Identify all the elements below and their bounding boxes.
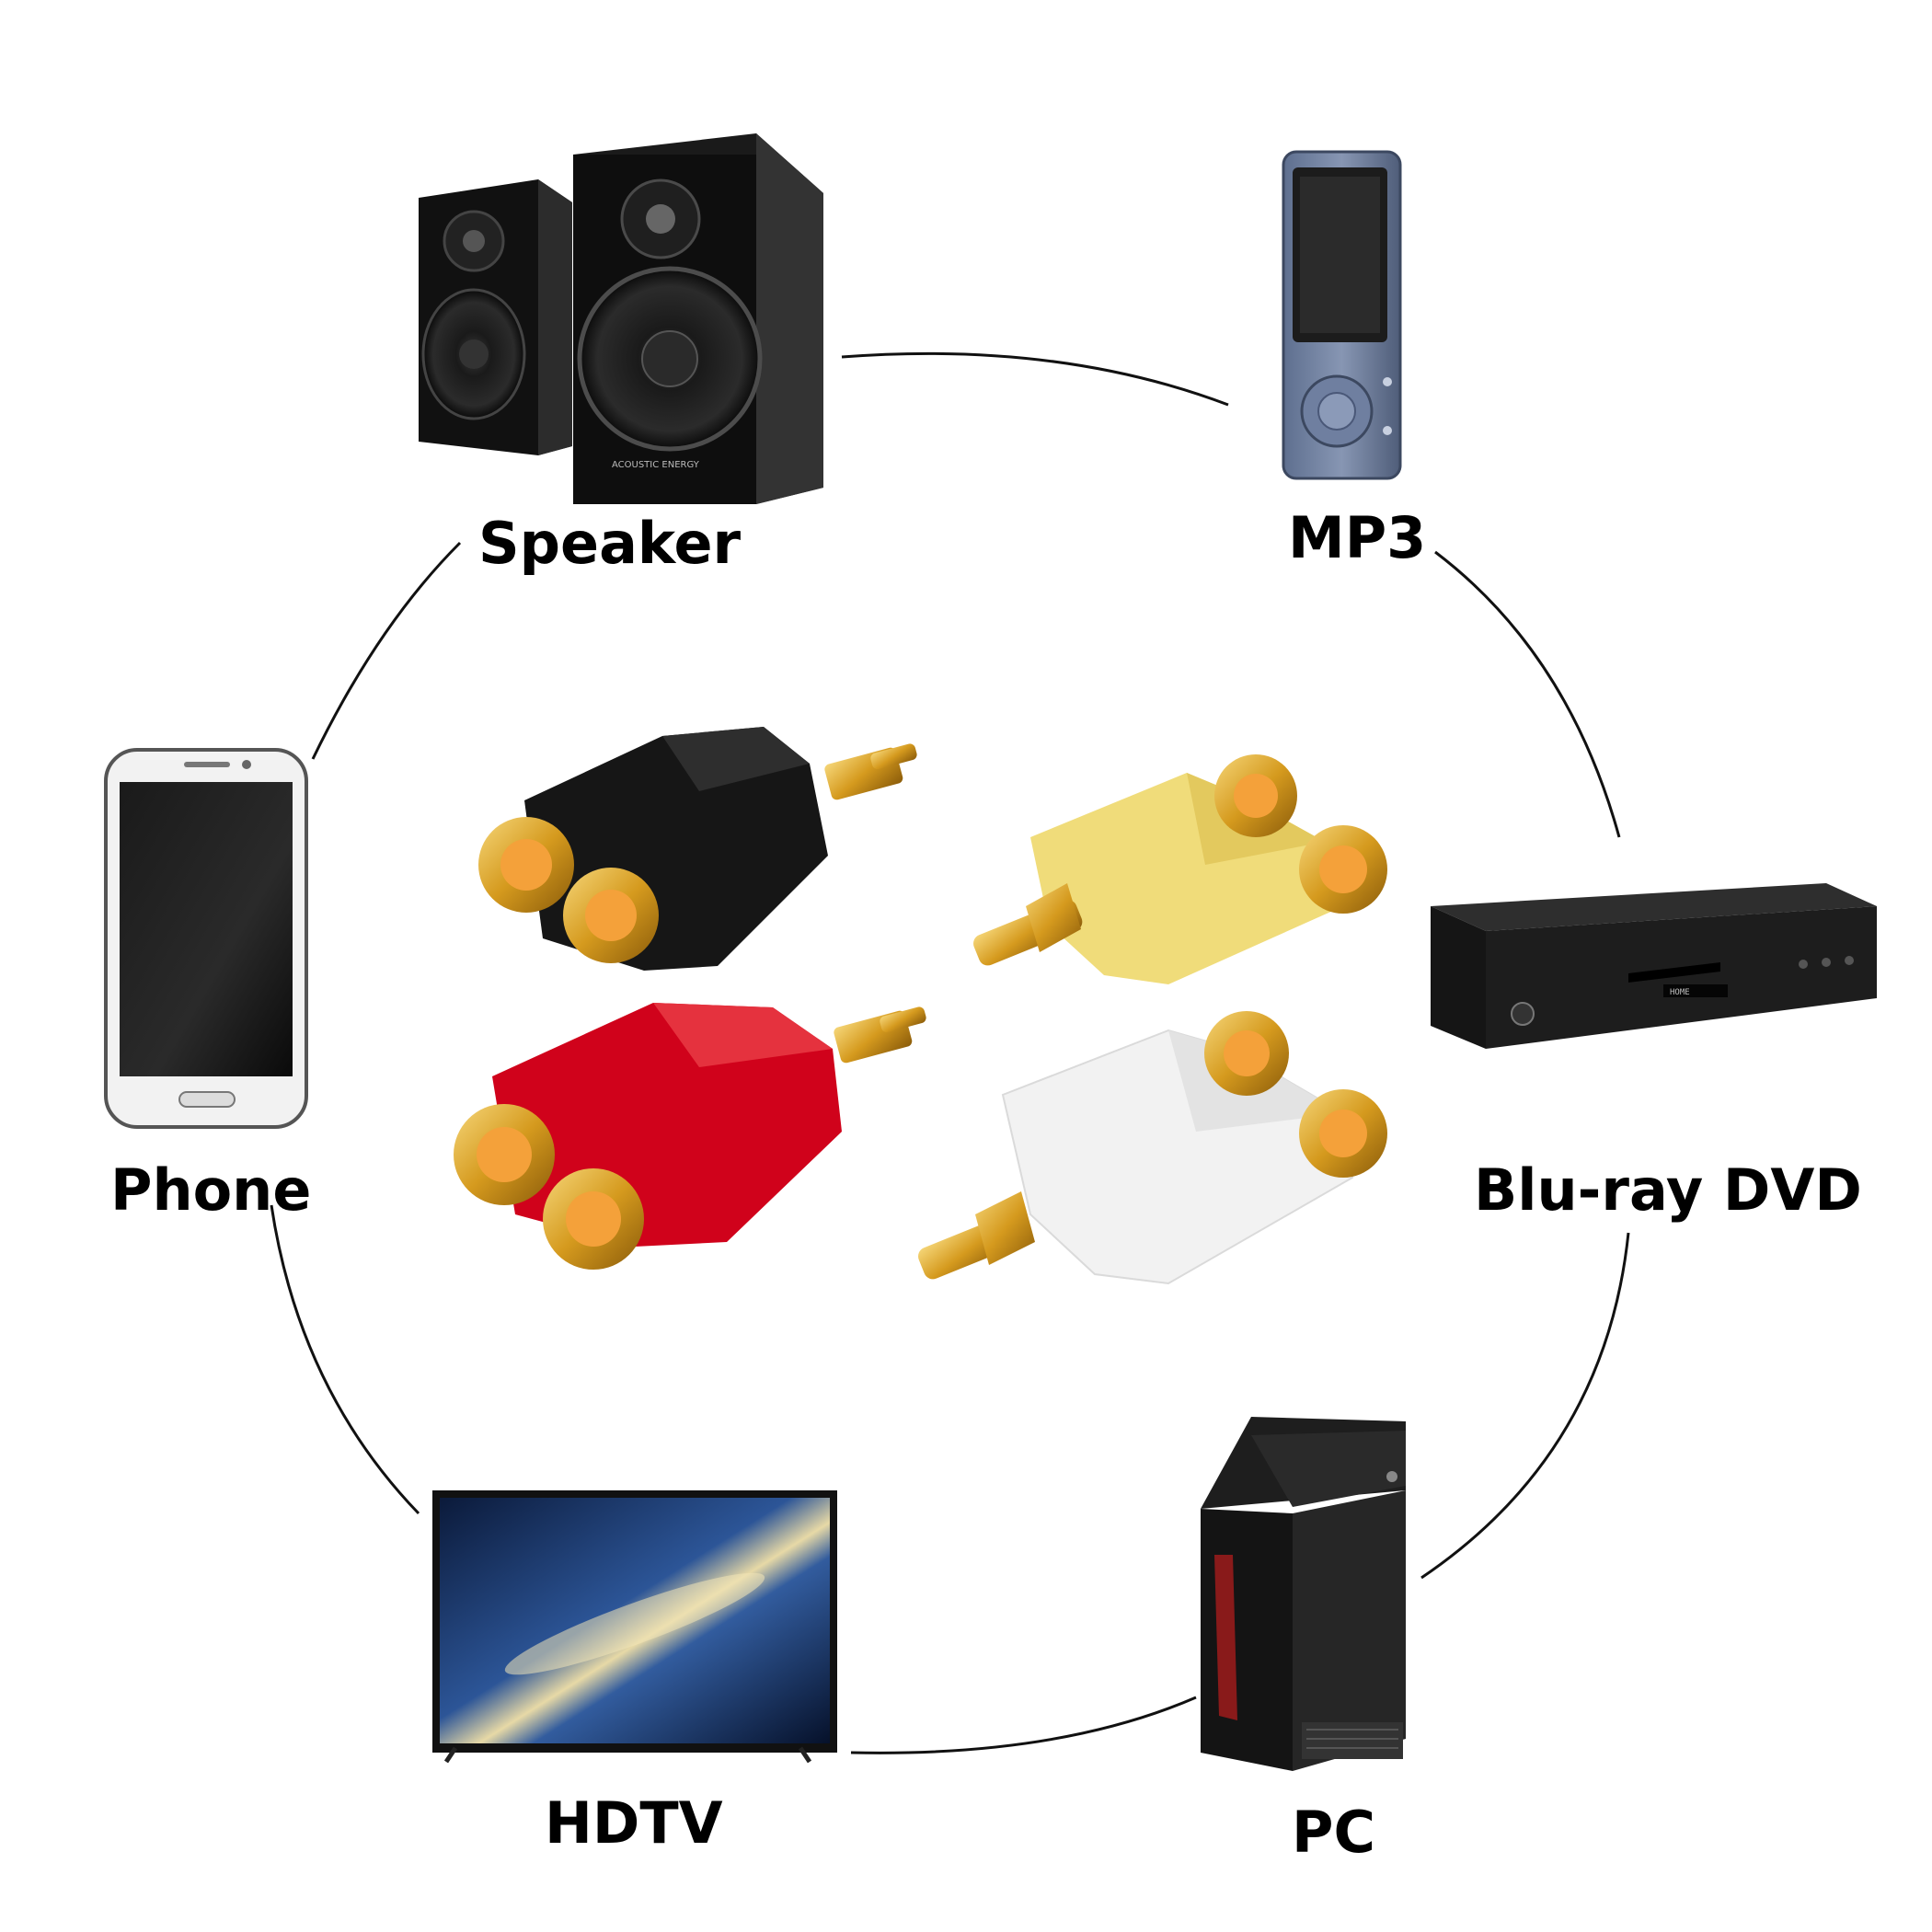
speaker-brand-text: ACOUSTIC ENERGY — [612, 460, 700, 470]
phone-icon — [104, 748, 308, 1129]
arc-mp3-bluray — [1434, 550, 1621, 838]
pc-tower-icon — [1201, 1417, 1406, 1771]
bluray-display-text: HOME — [1670, 988, 1690, 997]
bluray-player-icon: HOME — [1431, 883, 1877, 1049]
mp3-player-icon — [1282, 150, 1402, 480]
arc-hdtv-phone — [270, 1204, 420, 1515]
arc-phone-speaker — [311, 541, 462, 760]
rca-adapter-black — [478, 727, 917, 971]
rca-adapter-red — [454, 1003, 926, 1270]
phone-label: Phone — [110, 1156, 311, 1224]
bluray-label: Blu-ray DVD — [1474, 1156, 1862, 1224]
pc-label: PC — [1292, 1799, 1375, 1866]
connection-lines — [270, 351, 1630, 1754]
rca-adapter-yellow — [973, 754, 1387, 984]
tv-icon — [432, 1490, 837, 1764]
mp3-label: MP3 — [1288, 504, 1426, 571]
speaker-icon: ACOUSTIC ENERGY — [419, 133, 823, 504]
rca-adapter-white — [918, 1011, 1387, 1285]
speaker-label: Speaker — [478, 510, 742, 577]
arc-speaker-mp3 — [841, 351, 1229, 407]
hdtv-label: HDTV — [545, 1789, 723, 1857]
arc-bluray-pc — [1420, 1232, 1630, 1580]
arc-pc-hdtv — [850, 1696, 1197, 1754]
